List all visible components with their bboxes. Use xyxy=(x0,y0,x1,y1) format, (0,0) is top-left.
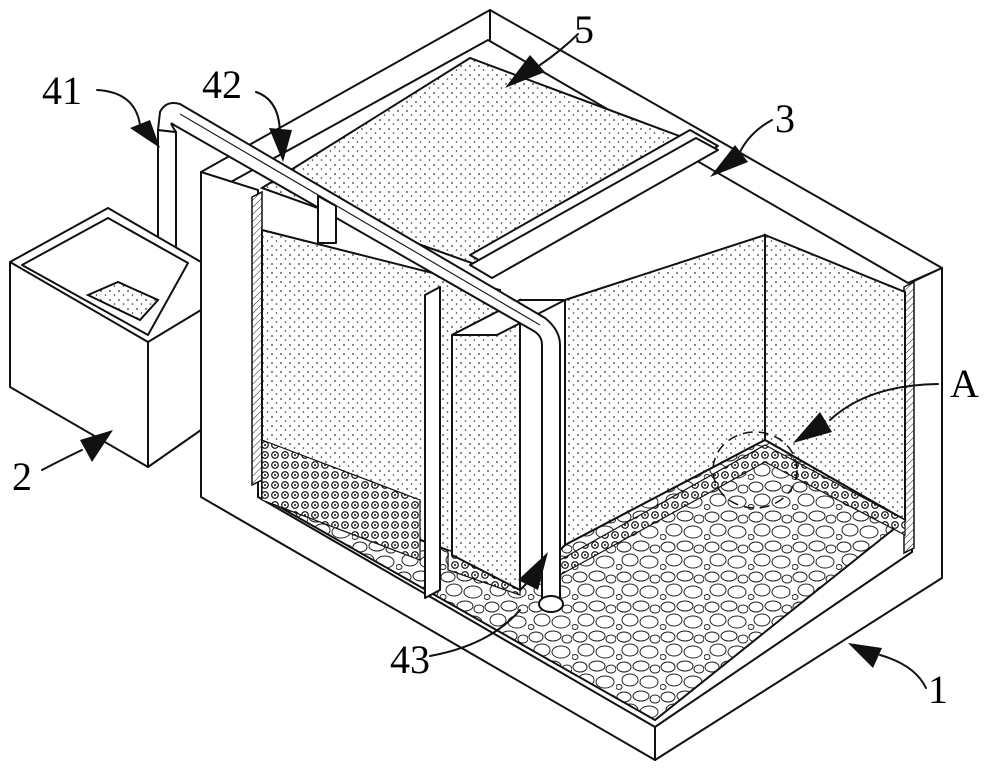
leader-lines xyxy=(41,33,939,689)
label-42: 42 xyxy=(202,62,242,107)
label-5: 5 xyxy=(574,7,594,52)
divider-beam xyxy=(469,137,719,279)
side-box xyxy=(9,207,202,468)
label-1: 1 xyxy=(928,667,948,712)
center-partition xyxy=(424,286,566,599)
pipe-system xyxy=(157,102,564,613)
label-2: 2 xyxy=(12,454,32,499)
label-A: A xyxy=(950,361,979,406)
label-41: 41 xyxy=(42,68,82,113)
reference-labels: 1 2 3 5 41 42 43 A xyxy=(12,7,979,712)
label-3: 3 xyxy=(775,96,795,141)
detail-circle-a xyxy=(712,431,798,509)
main-tank xyxy=(200,171,943,761)
label-43: 43 xyxy=(390,637,430,682)
